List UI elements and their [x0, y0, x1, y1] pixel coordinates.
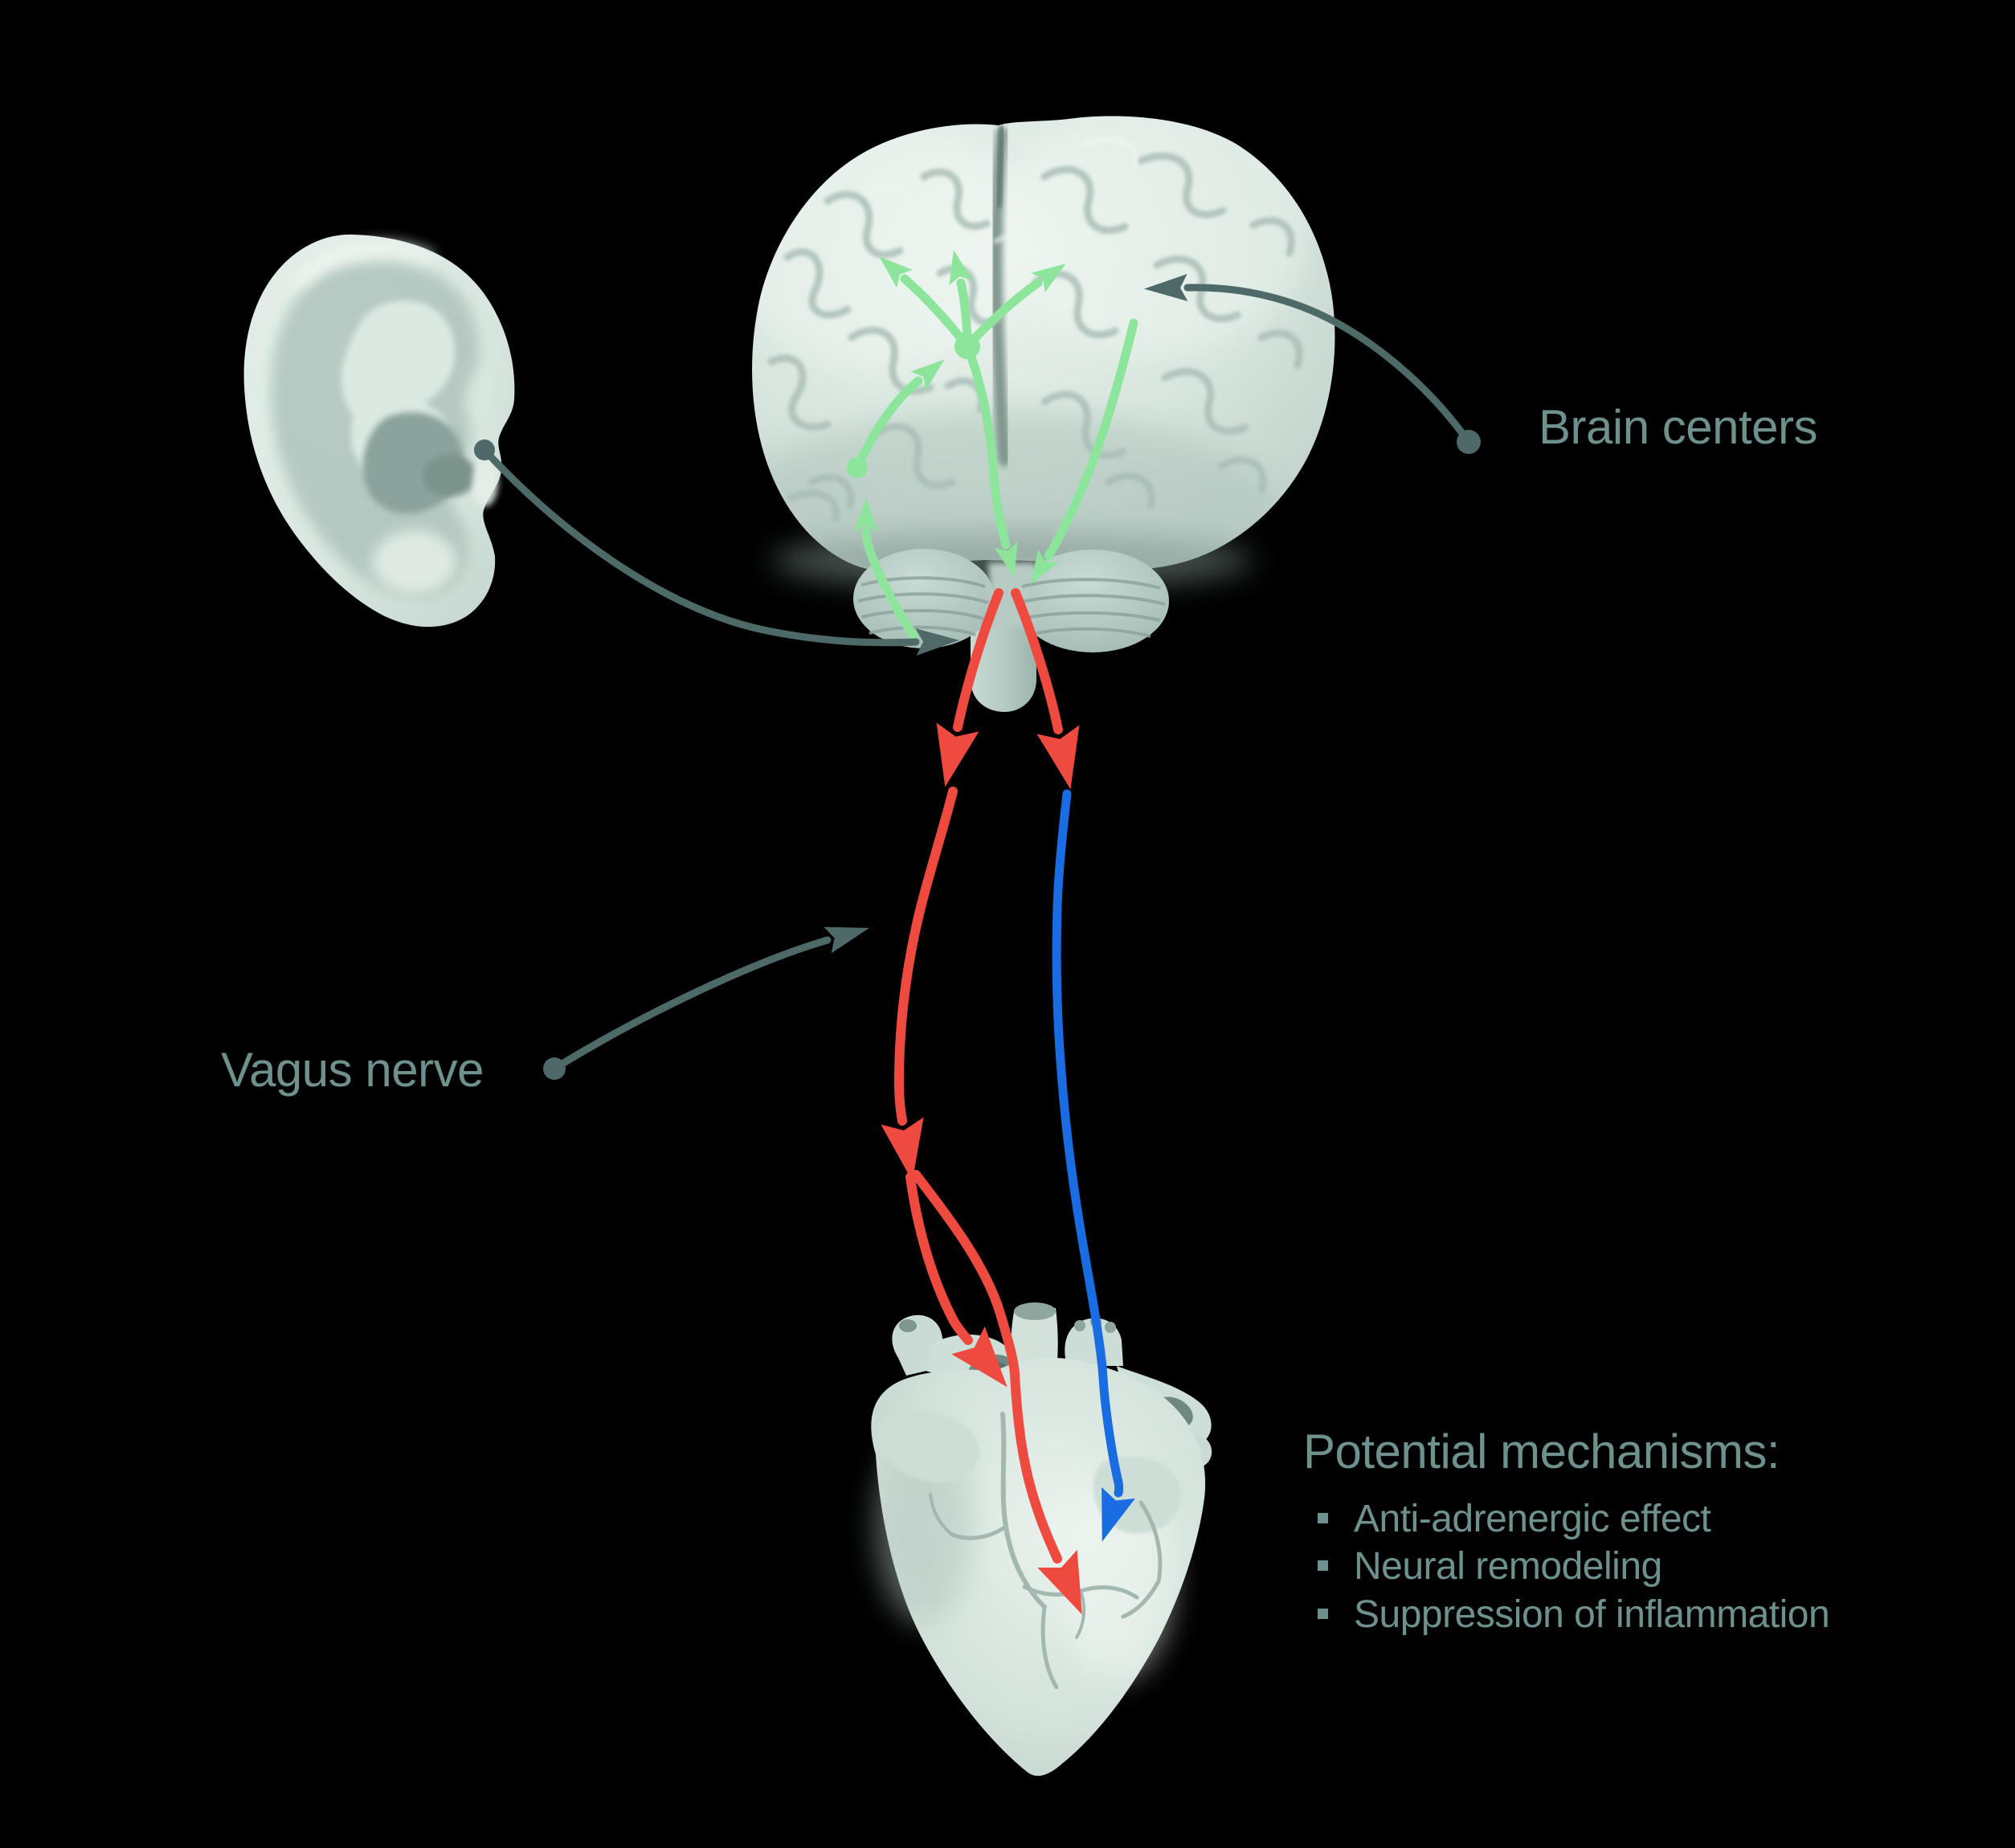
list-item: Suppression of inflammation [1318, 1593, 1830, 1636]
ear-pointer [474, 440, 959, 656]
ear-tragus-highlight [472, 458, 498, 506]
pathway-node-down-arrow [963, 341, 1018, 578]
bullet-square-icon [1318, 1560, 1328, 1571]
pathway-right-long-arrow [1030, 318, 1138, 585]
ear-lobe-highlight [373, 530, 456, 595]
bullet-square-icon [1318, 1513, 1328, 1523]
callout-pointers [474, 274, 1481, 1080]
mechanism-item-text: Anti-adrenergic effect [1354, 1498, 1711, 1540]
vagus-efferent-red-pathway [881, 588, 1082, 1615]
ear-pointer-line-arrow [480, 446, 959, 656]
red-branch-deep-arrow [911, 1170, 1082, 1615]
pathway-node-dot [954, 333, 980, 359]
ear-canal-shadow [423, 455, 477, 497]
red-descending-trunk-arrow [881, 787, 958, 1181]
mechanism-item-text: Neural remodeling [1354, 1545, 1662, 1588]
list-item: Neural remodeling [1318, 1547, 1829, 1586]
vagus-nerve-pointer [543, 926, 869, 1080]
mechanisms-heading: Potential mechanisms: [1303, 1425, 1780, 1478]
pathway-dot-to-node-arrow [852, 359, 945, 472]
brain-gyri-texture [767, 152, 1303, 522]
cerebellum [853, 549, 1169, 652]
bullet-square-icon [1318, 1609, 1328, 1619]
brain-centers-pointer [1144, 274, 1481, 454]
ear-helix-highlight [292, 241, 434, 289]
red-branch-to-svc-arrow [905, 1172, 1008, 1388]
heart-illustration [871, 1302, 1212, 1776]
brain-pathway-arrows [847, 249, 1138, 640]
vagus-nerve-pointer-line-arrow [550, 926, 869, 1073]
brain-centers-pointer-line-arrow [1144, 274, 1473, 446]
mechanisms-list: Anti-adrenergic effect Neural remodeling… [1318, 1500, 1830, 1636]
label-brain-centers: Brain centers [1539, 400, 1818, 454]
pathway-up-to-dot-arrow [854, 498, 918, 640]
red-left-brainstem-arrow [936, 588, 1003, 787]
vagus-afferent-blue-pathway [1052, 789, 1135, 1542]
blue-heart-to-brain-line-arrow [1052, 789, 1135, 1542]
red-right-brainstem-arrow [1011, 588, 1080, 790]
mechanism-item-text: Suppression of inflammation [1354, 1593, 1830, 1636]
pathway-relay-dot [847, 457, 868, 478]
list-item: Anti-adrenergic effect [1318, 1500, 1829, 1539]
label-vagus-nerve: Vagus nerve [221, 1043, 484, 1097]
ear-illustration [243, 234, 515, 628]
left-atrial-appendage [877, 1410, 980, 1483]
